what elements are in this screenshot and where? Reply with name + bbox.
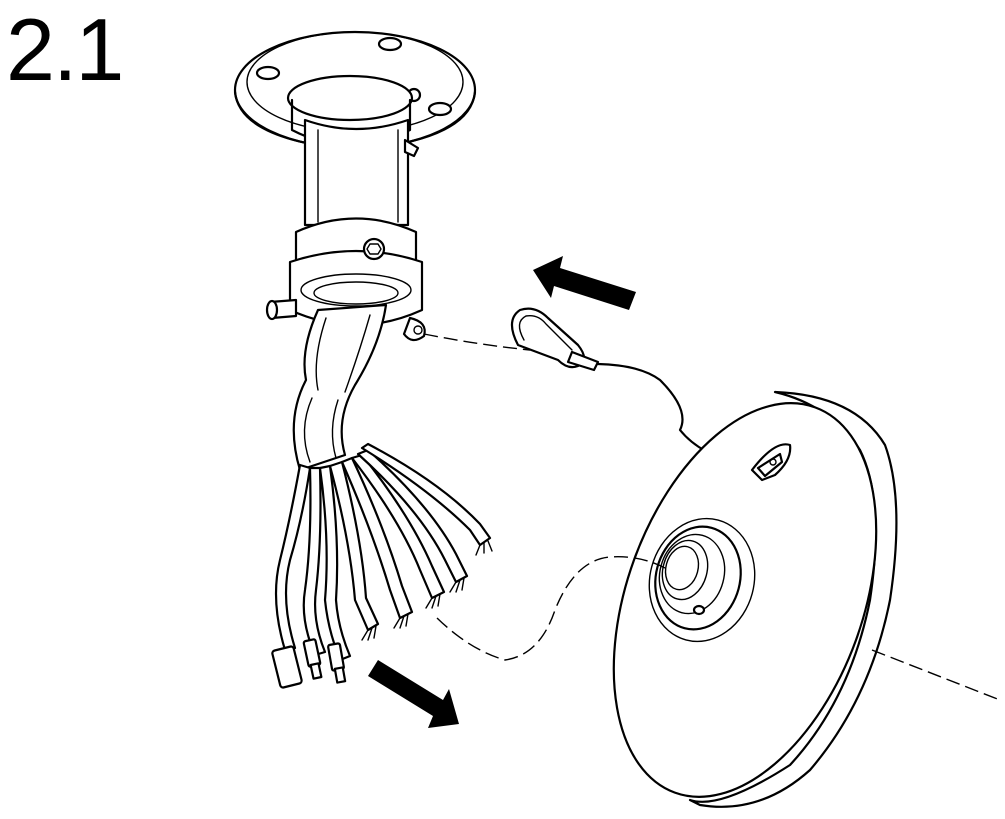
- ceiling-mount-plate: [233, 30, 477, 152]
- cable-wires: [271, 442, 493, 689]
- cable-trunk: [292, 303, 388, 472]
- alignment-guides: [436, 556, 1001, 701]
- arrow-cable-direction: [368, 660, 459, 728]
- pole-collar: [265, 217, 426, 342]
- safety-lanyard: [423, 307, 758, 472]
- camera-back-plate: [612, 390, 898, 808]
- mount-pole: [303, 118, 420, 227]
- arrow-mount-direction: [533, 256, 636, 310]
- step-number: 2.1: [6, 0, 124, 99]
- connector-plugs: [271, 638, 347, 689]
